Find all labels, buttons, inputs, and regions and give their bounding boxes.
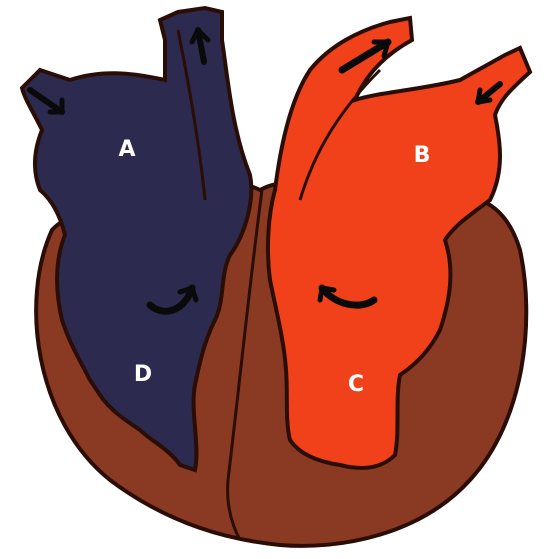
label-a: A [118,137,135,162]
label-b: B [414,143,431,168]
label-d: D [134,362,152,387]
label-c: C [348,372,364,397]
